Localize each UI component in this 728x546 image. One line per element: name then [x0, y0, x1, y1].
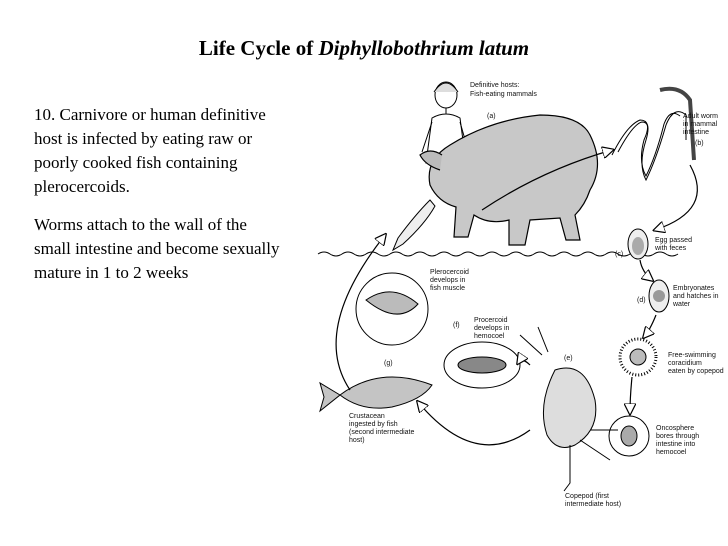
label-plerocercoid-3: fish muscle: [430, 285, 465, 292]
embryonated-egg-icon: [648, 279, 670, 313]
label-oncosphere-1: Oncosphere: [656, 425, 694, 432]
label-coracidium-2: coracidium: [668, 360, 702, 367]
label-oncosphere-3: intestine into: [656, 441, 695, 448]
fish-host-icon: [319, 376, 433, 413]
water-line: [317, 251, 679, 257]
arrow-to-adult: [481, 150, 612, 211]
label-copepod-1: Copepod (first: [565, 493, 609, 500]
label-coracidium-1: Free-swimming: [668, 352, 716, 359]
label-procercoid-2: develops in: [474, 325, 510, 332]
label-egg-1: Egg passed: [655, 237, 692, 244]
label-crustacean-4: host): [349, 437, 365, 444]
label-embryonates-3: water: [672, 301, 691, 308]
arrow-to-oncosphere: [630, 376, 632, 413]
label-definitive-hosts-1: Definitive hosts:: [470, 82, 519, 89]
oncosphere-icon: [608, 415, 650, 457]
arrow-to-procercoid: [518, 360, 531, 365]
stage-g-label: (g): [384, 360, 393, 367]
egg-icon: [627, 228, 649, 260]
label-copepod-2: intermediate host): [565, 501, 621, 508]
label-egg-2: with feces: [654, 245, 687, 252]
label-procercoid-3: hemocoel: [474, 333, 505, 340]
label-plerocercoid-1: Plerocercoid: [430, 269, 469, 276]
plerocercoid-icon: [355, 272, 429, 346]
arrow-to-embryonate: [639, 259, 652, 280]
title-species: Diphyllobothrium latum: [318, 36, 530, 60]
stage-c-label: (c): [615, 251, 623, 258]
fish-in-mouth-icon: [391, 199, 436, 252]
bear-icon: [419, 114, 599, 246]
label-embryonates-1: Embryonates: [673, 285, 715, 292]
stage-e-label: (e): [564, 355, 573, 362]
label-oncosphere-4: hemocoel: [656, 449, 687, 456]
paragraph-infection: 10. Carnivore or human definitive host i…: [34, 105, 266, 196]
arrow-to-bear: [335, 235, 385, 391]
arrow-to-coracidium: [644, 314, 657, 337]
label-crustacean-2: ingested by fish: [349, 421, 398, 428]
page-title: Life Cycle of Diphyllobothrium latum: [0, 36, 728, 61]
coracidium-icon: [618, 337, 658, 377]
label-adult-worm-1: Adult worm: [683, 113, 718, 120]
label-procercoid-1: Procercoid: [474, 317, 508, 324]
label-embryonates-2: and hatches in: [673, 293, 719, 300]
label-crustacean-3: (second intermediate: [349, 429, 414, 436]
label-adult-worm-2: in mammal: [683, 121, 718, 128]
title-prefix: Life Cycle of: [198, 36, 319, 60]
procercoid-icon: [443, 341, 521, 389]
label-oncosphere-2: bores through: [656, 433, 699, 440]
label-coracidium-3: eaten by copepod: [668, 368, 724, 375]
paragraph-maturation: Worms attach to the wall of the small in…: [34, 215, 280, 282]
arrow-to-egg: [655, 164, 698, 230]
stage-a-label: (a): [487, 113, 496, 120]
stage-f-label: (f): [453, 322, 460, 329]
label-plerocercoid-2: develops in: [430, 277, 466, 284]
adult-worm-icon: [611, 86, 696, 182]
label-definitive-hosts-2: Fish-eating mammals: [470, 91, 537, 98]
copepod-icon: [519, 326, 618, 492]
stage-d-label: (d): [637, 297, 646, 304]
label-crustacean-1: Crustacean: [349, 413, 385, 420]
stage-b-label: (b): [695, 140, 704, 147]
arrow-to-fish: [418, 402, 531, 446]
label-adult-worm-3: intestine: [683, 129, 709, 136]
